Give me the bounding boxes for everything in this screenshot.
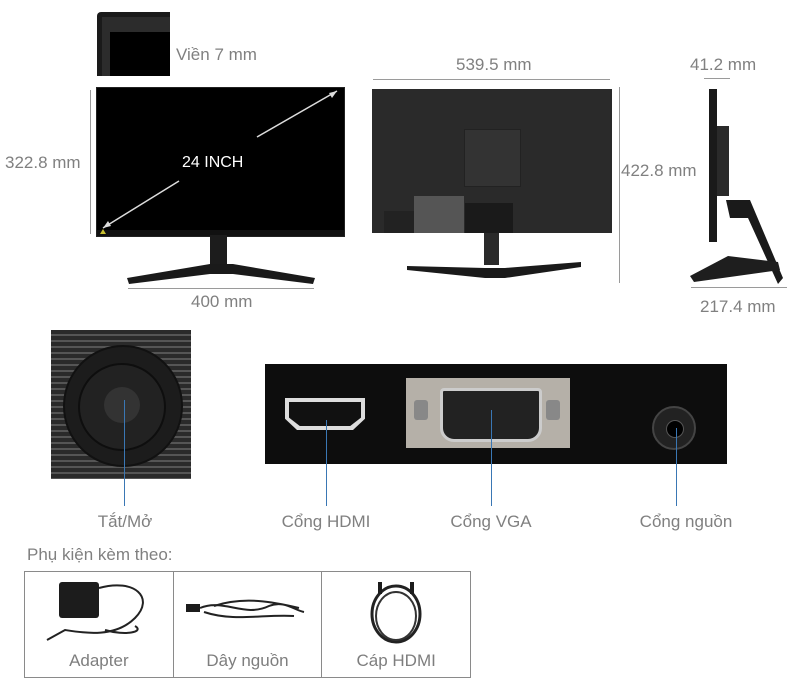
accessory-adapter: Adapter (25, 572, 174, 677)
hdmi-port (285, 398, 365, 430)
hdmi-callout-line (326, 420, 327, 506)
vga-callout-line (491, 410, 492, 506)
port-label-hdmi: Cổng HDMI (281, 512, 371, 531)
base-width-arrow (128, 288, 314, 289)
adapter-icon (46, 582, 144, 641)
front-height-label: 322.8 mm (5, 153, 81, 172)
back-height-arrow (619, 87, 620, 283)
bezel-detail-image (97, 12, 170, 76)
power-callout-line (124, 400, 125, 506)
back-width-arrow (373, 79, 610, 80)
front-monitor-image: 24 INCH (96, 87, 345, 237)
screen-size-label: 24 INCH (182, 154, 244, 171)
ports-panel-image (265, 364, 727, 464)
power-button-image (51, 330, 191, 479)
hdmi-cable-icon (370, 582, 422, 644)
side-base-label: 217.4 mm (700, 297, 776, 316)
back-stand-neck (484, 233, 499, 265)
accessories-title: Phụ kiện kèm theo: (27, 545, 173, 564)
accessory-label-hdmi-cable: Cáp HDMI (356, 651, 436, 670)
back-height-label: 422.8 mm (621, 161, 697, 180)
vga-port (406, 378, 570, 448)
power-port-callout-line (676, 428, 677, 506)
height-arrow (90, 90, 91, 234)
side-monitor-back (717, 126, 729, 196)
side-depth-label: 41.2 mm (690, 55, 757, 74)
back-monitor-image (372, 89, 612, 233)
bezel-label: Viền 7 mm (176, 45, 257, 64)
port-label-vga: Cổng VGA (450, 512, 532, 531)
accessory-hdmi-cable: Cáp HDMI (322, 572, 470, 677)
diagonal-arrow-icon (97, 90, 344, 236)
side-depth-arrow (704, 78, 730, 79)
power-cord-icon (185, 599, 304, 619)
side-monitor-image (709, 89, 717, 242)
base-width-label: 400 mm (191, 292, 253, 311)
side-stand (690, 200, 783, 284)
side-base-arrow (691, 287, 787, 288)
accessories-table: Adapter Dây nguồn Cáp HDMI (24, 571, 471, 678)
port-label-power: Tắt/Mở (97, 512, 153, 531)
front-stand-base (127, 264, 315, 284)
port-label-power-jack: Cổng nguồn (639, 512, 733, 531)
accessory-label-adapter: Adapter (69, 651, 129, 670)
front-stand-neck (210, 235, 227, 265)
accessory-power-cord: Dây nguồn (174, 572, 323, 677)
accessory-label-power-cord: Dây nguồn (206, 651, 289, 670)
back-width-label: 539.5 mm (456, 55, 532, 74)
back-stand-base (407, 262, 581, 278)
power-jack (652, 406, 696, 450)
